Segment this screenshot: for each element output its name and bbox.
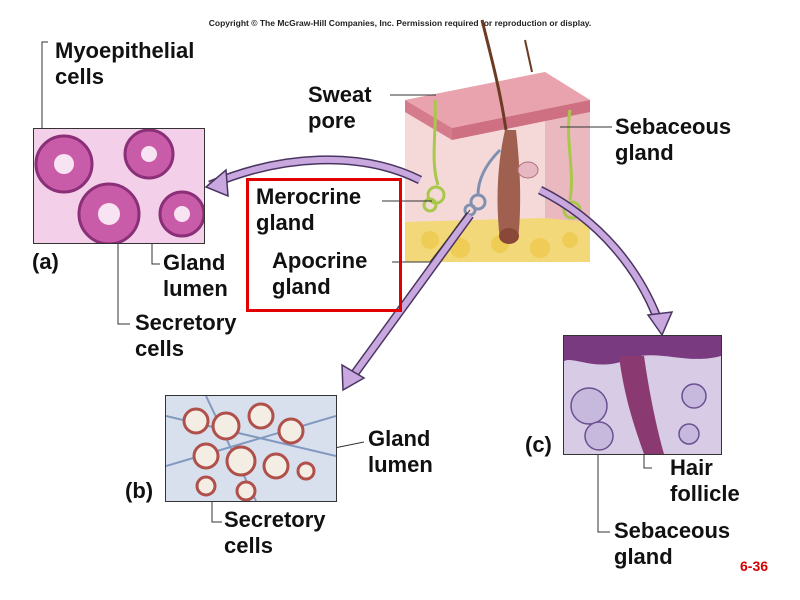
- label-gland-lumen-a-line1: Gland: [163, 250, 226, 275]
- label-merocrine-gland: Merocrine gland: [256, 184, 361, 236]
- label-secretory-b-line1: Secretory: [224, 507, 326, 532]
- label-sweat-pore: Sweat pore: [308, 82, 372, 134]
- label-sebaceous-top-line1: Sebaceous: [615, 114, 732, 139]
- label-sweat-pore-line2: pore: [308, 108, 356, 133]
- label-myoepithelial-cells: Myoepithelial cells: [55, 38, 194, 90]
- page-number: 6-36: [740, 558, 769, 574]
- label-apocrine-line2: gland: [272, 274, 331, 299]
- label-apocrine-line1: Apocrine: [272, 248, 368, 273]
- label-sebaceous-gland-c: Sebaceous gland: [614, 518, 730, 570]
- label-sebaceous-top-line2: gland: [615, 140, 674, 165]
- panel-label-a: (a): [32, 249, 59, 274]
- label-apocrine-gland: Apocrine gland: [272, 248, 367, 300]
- label-hair-follicle-line1: Hair: [670, 455, 713, 480]
- label-merocrine-line2: gland: [256, 210, 315, 235]
- micrograph-c: [563, 335, 722, 455]
- label-gland-lumen-a: Gland lumen: [163, 250, 228, 302]
- label-secretory-b-line2: cells: [224, 533, 273, 558]
- panel-label-c: (c): [525, 432, 552, 457]
- label-secretory-cells-b: Secretory cells: [224, 507, 326, 559]
- label-gland-lumen-b-line1: Gland: [368, 426, 431, 451]
- label-hair-follicle: Hair follicle: [670, 455, 740, 507]
- label-myoepithelial-line1: Myoepithelial: [55, 38, 195, 63]
- label-merocrine-line1: Merocrine: [256, 184, 362, 209]
- label-gland-lumen-b: Gland lumen: [368, 426, 433, 478]
- highlight-box: [246, 178, 402, 312]
- label-sweat-pore-line1: Sweat: [308, 82, 372, 107]
- copyright-notice: Copyright © The McGraw-Hill Companies, I…: [208, 18, 592, 28]
- label-myoepithelial-line2: cells: [55, 64, 104, 89]
- label-secretory-cells-a: Secretory cells: [135, 310, 237, 362]
- label-secretory-a-line1: Secretory: [135, 310, 237, 335]
- micrograph-a: [33, 128, 205, 244]
- label-sebaceous-c-line1: Sebaceous: [614, 518, 731, 543]
- label-secretory-a-line2: cells: [135, 336, 184, 361]
- micrograph-b: [165, 395, 337, 502]
- label-hair-follicle-line2: follicle: [670, 481, 740, 506]
- label-gland-lumen-b-line2: lumen: [368, 452, 433, 477]
- label-sebaceous-gland-top: Sebaceous gland: [615, 114, 731, 166]
- panel-label-b: (b): [125, 478, 154, 503]
- label-sebaceous-c-line2: gland: [614, 544, 673, 569]
- label-gland-lumen-a-line2: lumen: [163, 276, 228, 301]
